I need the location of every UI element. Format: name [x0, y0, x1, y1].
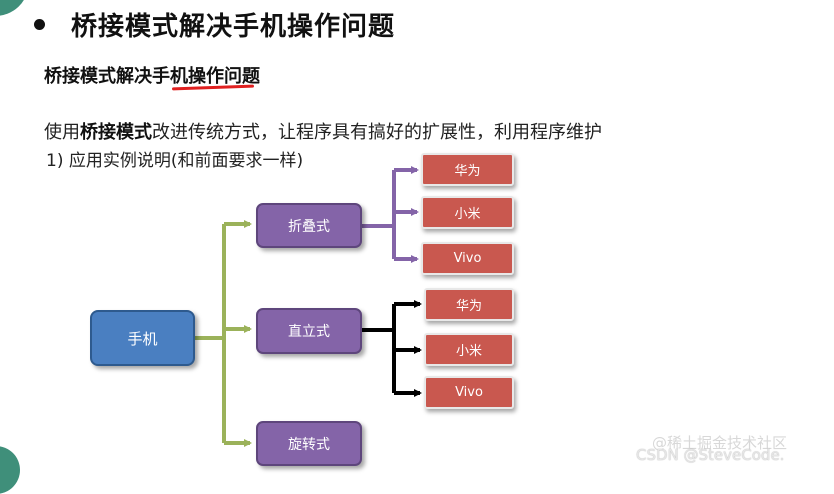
slide-heading: 桥接模式解决手机操作问题 [34, 4, 395, 44]
watermark-text: @稀土掘金技术社区 [652, 434, 788, 452]
description-suffix: 改进传统方式，让程序具有搞好的扩展性，利用程序维护 [152, 122, 602, 143]
brand-node-folding-huawei: 华为 [421, 153, 514, 186]
root-node-phone: 手机 [90, 310, 195, 366]
brand-node-label: Vivo [453, 251, 482, 266]
bullet-icon [34, 18, 45, 30]
brand-node-folding-xiaomi: 小米 [421, 196, 514, 229]
folding-connectors [362, 166, 419, 263]
style-node-label: 直立式 [288, 324, 330, 340]
brand-node-upright-xiaomi: 小米 [424, 333, 514, 366]
slide-title: 桥接模式解决手机操作问题 [71, 11, 396, 42]
style-node-rotating: 旋转式 [256, 421, 362, 466]
upright-connectors [362, 300, 422, 397]
credit-text: CSDN @SteveCode. [636, 446, 785, 464]
brand-node-label: 小米 [454, 207, 481, 222]
description-bold: 桥接模式 [80, 122, 152, 143]
description-line: 使用桥接模式改进传统方式，让程序具有搞好的扩展性，利用程序维护 [44, 118, 602, 144]
brand-node-label: Vivo [455, 385, 483, 400]
connector-lines [195, 166, 422, 447]
brand-node-upright-huawei: 华为 [424, 288, 514, 321]
trunk-connectors [195, 220, 252, 447]
brand-node-upright-vivo: Vivo [424, 376, 514, 409]
slide-subtitle: 桥接模式解决手机操作问题 [44, 66, 260, 87]
brand-node-folding-vivo: Vivo [421, 242, 514, 275]
style-node-folding: 折叠式 [256, 203, 362, 248]
brand-node-label: 小米 [455, 344, 482, 359]
example-line: 1) 应用实例说明(和前面要求一样) [46, 151, 304, 171]
style-node-upright: 直立式 [256, 308, 362, 354]
style-node-label: 折叠式 [288, 218, 330, 235]
root-node-label: 手机 [127, 329, 158, 348]
description-prefix: 使用 [44, 122, 80, 143]
style-node-label: 旋转式 [288, 436, 330, 453]
brand-node-label: 华为 [454, 164, 481, 179]
brand-node-label: 华为 [455, 299, 482, 314]
